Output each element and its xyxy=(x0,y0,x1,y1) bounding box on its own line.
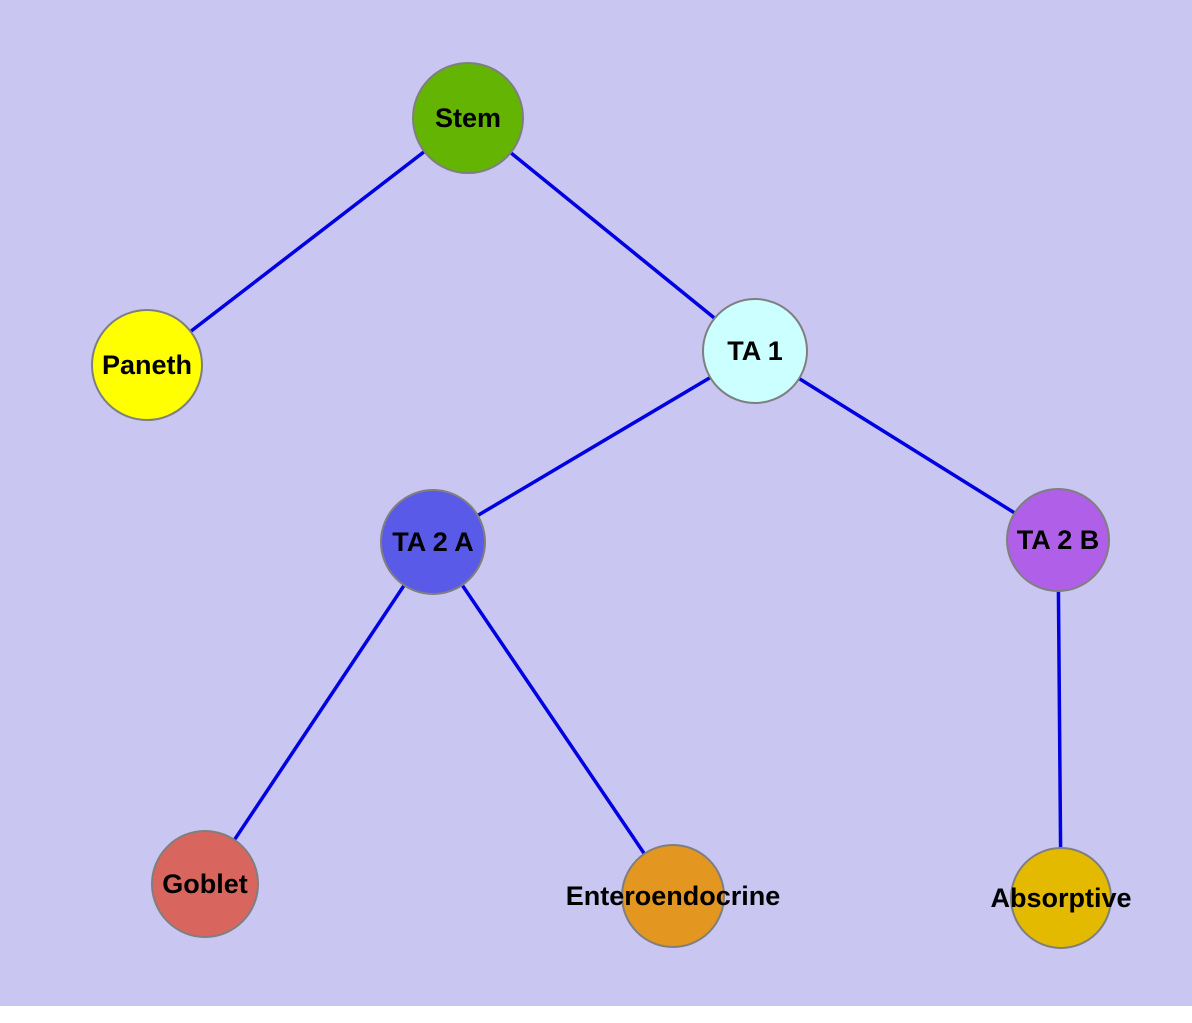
node-label-enteroendocrine: Enteroendocrine xyxy=(566,881,781,911)
node-label-absorptive: Absorptive xyxy=(990,883,1131,913)
edge-ta1-ta2a xyxy=(432,349,756,544)
node-circle-ta1 xyxy=(702,298,808,404)
node-circle-paneth xyxy=(91,309,203,421)
node-label-ta2b: TA 2 B xyxy=(1017,525,1100,555)
edge-ta2a-goblet xyxy=(203,541,435,885)
node-circle-goblet xyxy=(151,830,259,938)
edge-ta2b-absorptive xyxy=(1056,539,1063,899)
edge-stem-ta1 xyxy=(466,116,757,353)
node-goblet: Goblet xyxy=(151,830,259,938)
node-circle-absorptive xyxy=(1010,847,1112,949)
edges-layer xyxy=(145,116,1063,899)
node-circle-stem xyxy=(412,62,524,174)
edge-ta2a-enteroendocrine xyxy=(431,541,675,897)
footer-strip xyxy=(0,1006,1192,1023)
node-label-ta1: TA 1 xyxy=(727,336,783,366)
node-label-stem: Stem xyxy=(435,103,501,133)
edge-stem-paneth xyxy=(145,116,470,367)
node-circle-ta2a xyxy=(380,489,486,595)
node-circle-enteroendocrine xyxy=(621,844,725,948)
node-stem: Stem xyxy=(412,62,524,174)
node-label-goblet: Goblet xyxy=(162,869,248,899)
node-paneth: Paneth xyxy=(91,309,203,421)
node-ta2b: TA 2 B xyxy=(1006,488,1110,592)
node-label-paneth: Paneth xyxy=(102,350,192,380)
node-enteroendocrine: Enteroendocrine xyxy=(566,844,781,948)
node-absorptive: Absorptive xyxy=(990,847,1132,949)
edge-ta1-ta2b xyxy=(754,349,1059,542)
node-ta1: TA 1 xyxy=(702,298,808,404)
node-label-ta2a: TA 2 A xyxy=(392,527,474,557)
node-ta2a: TA 2 A xyxy=(380,489,486,595)
node-circle-ta2b xyxy=(1006,488,1110,592)
